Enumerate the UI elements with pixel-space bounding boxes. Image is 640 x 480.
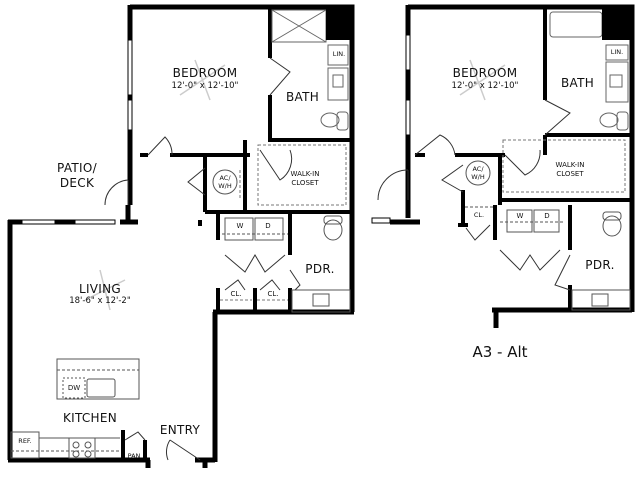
alt-walkin-closet-label-1: WALK-IN bbox=[555, 161, 585, 169]
main-living-dims: 18'-6" x 12'-2" bbox=[69, 296, 131, 306]
main-dryer-label: D bbox=[265, 222, 271, 230]
main-ac-label-2: W/H bbox=[218, 182, 232, 190]
alt-dryer-label: D bbox=[544, 212, 550, 220]
alt-bath-label: BATH bbox=[560, 76, 595, 90]
main-living-label: LIVING bbox=[78, 282, 122, 296]
main-patio-label-1: PATIO/ bbox=[57, 161, 97, 175]
main-walkin-closet-label-1: WALK-IN bbox=[290, 170, 320, 178]
main-kitchen-label: KITCHEN bbox=[62, 411, 118, 425]
main-plan-interior-walls bbox=[121, 7, 352, 460]
alt-plan-walls bbox=[390, 4, 635, 328]
alt-bedroom-dims: 12'-0" x 12'-10" bbox=[451, 81, 519, 91]
main-plan-shower bbox=[271, 9, 327, 43]
main-bedroom-label: BEDROOM bbox=[172, 66, 238, 80]
main-walkin-closet-label-2: CLOSET bbox=[291, 179, 319, 187]
main-washer-label: W bbox=[236, 222, 244, 230]
alt-plan-caption: A3 - Alt bbox=[472, 343, 528, 361]
alt-powder-label: PDR. bbox=[585, 258, 615, 272]
alt-walkin-closet-label-2: CLOSET bbox=[556, 170, 584, 178]
main-dishwasher-label: DW bbox=[67, 384, 81, 392]
main-linen-label: LIN. bbox=[332, 50, 346, 58]
main-refrigerator-label: REF. bbox=[18, 437, 32, 445]
main-powder-label: PDR. bbox=[305, 262, 335, 276]
alt-linen-label: LIN. bbox=[610, 48, 624, 56]
main-closet-2-label: CL. bbox=[267, 290, 279, 298]
main-bedroom-dims: 12'-0" x 12'-10" bbox=[171, 81, 239, 91]
alt-ac-label-2: W/H bbox=[471, 173, 485, 181]
main-bath-label: BATH bbox=[285, 90, 320, 104]
alt-ac-label-1: AC/ bbox=[472, 165, 484, 173]
main-closet-1-label: CL. bbox=[230, 290, 242, 298]
main-entry-label: ENTRY bbox=[159, 423, 201, 437]
main-pantry-label: PAN bbox=[127, 452, 141, 460]
main-plan-doors bbox=[104, 57, 301, 461]
main-ac-label-1: AC/ bbox=[219, 174, 231, 182]
alt-closet-label: CL. bbox=[473, 211, 485, 219]
alt-plan-interior-walls bbox=[415, 7, 632, 310]
main-patio-label-2: DECK bbox=[59, 176, 95, 190]
alt-washer-label: W bbox=[516, 212, 524, 220]
main-plan-windows bbox=[21, 39, 133, 225]
alt-bedroom-label: BEDROOM bbox=[452, 66, 518, 80]
